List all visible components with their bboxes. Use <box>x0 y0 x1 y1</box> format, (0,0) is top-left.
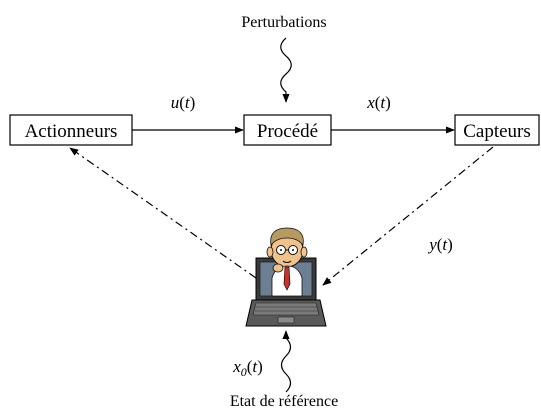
sensors-label: Capteurs <box>463 121 531 142</box>
command-signal-label: u(t) <box>171 93 196 112</box>
operator-to-actuators-arrow <box>69 147 257 279</box>
reference-label: Etat de référence <box>230 393 338 410</box>
process-label: Procédé <box>257 121 318 142</box>
disturbances-label: Perturbations <box>241 14 326 31</box>
sensors-block: Capteurs <box>454 114 540 146</box>
disturbance-arrow <box>280 37 292 103</box>
measurement-signal-label: y(t) <box>427 235 453 254</box>
actuators-block: Actionneurs <box>9 114 133 146</box>
state-signal-label: x(t) <box>366 93 391 112</box>
operator-laptop-icon <box>245 227 327 327</box>
reference-arrow <box>280 330 292 393</box>
actuators-label: Actionneurs <box>25 121 118 142</box>
reference-signal-label: x0(t) <box>232 357 263 379</box>
process-block: Procédé <box>243 114 332 146</box>
sensor-to-operator-arrow <box>322 146 494 286</box>
